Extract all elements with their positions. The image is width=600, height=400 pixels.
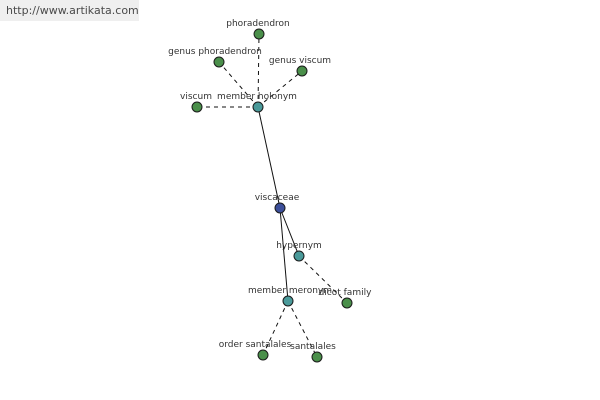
node-phoradendron[interactable]: phoradendron (226, 19, 290, 40)
site-url-watermark: http://www.artikata.com (0, 0, 139, 21)
node-label-phoradendron: phoradendron (226, 19, 290, 29)
node-label-viscaceae: viscaceae (255, 193, 300, 203)
node-dot-member-meronym[interactable] (282, 295, 294, 307)
node-viscaceae[interactable]: viscaceae (255, 193, 300, 214)
node-dot-member-holonym[interactable] (252, 101, 264, 113)
edge-member-holonym-to-genus-viscum (257, 70, 303, 108)
edge-viscaceae-to-member-meronym (279, 207, 289, 302)
node-dot-dicot-family[interactable] (341, 297, 353, 309)
node-viscum[interactable]: viscum (180, 92, 212, 113)
edge-viscaceae-to-hypernym (279, 207, 300, 257)
node-order-santalales[interactable]: order santalales (219, 340, 292, 361)
edge-viscaceae-to-member-holonym (257, 106, 281, 209)
node-dot-santalales[interactable] (311, 351, 323, 363)
nodes-layer: viscaceae member holonym hypernym member me… (168, 19, 373, 363)
node-label-santalales: santalales (290, 342, 336, 352)
node-dot-viscum[interactable] (191, 101, 203, 113)
node-dot-phoradendron[interactable] (253, 28, 265, 40)
node-label-hypernym: hypernym (276, 241, 322, 251)
edge-member-holonym-to-genus-phoradendron (218, 61, 259, 108)
node-dot-genus-phoradendron[interactable] (213, 56, 225, 68)
node-label-viscum: viscum (180, 92, 212, 102)
node-label-dicot-family: dicot family (319, 288, 373, 298)
node-label-genus-viscum: genus viscum (269, 56, 331, 66)
node-dot-genus-viscum[interactable] (296, 65, 308, 77)
node-label-member-holonym: member holonym (217, 92, 297, 102)
node-hypernym[interactable]: hypernym (276, 241, 322, 262)
node-label-member-meronym: member meronym (248, 286, 332, 296)
node-label-genus-phoradendron: genus phoradendron (168, 47, 262, 57)
node-dicot-family[interactable]: dicot family (319, 288, 373, 309)
node-genus-phoradendron[interactable]: genus phoradendron (168, 47, 262, 68)
edge-hypernym-to-dicot-family (298, 255, 348, 304)
node-dot-viscaceae[interactable] (274, 202, 286, 214)
edge-member-meronym-to-order-santalales (262, 300, 289, 356)
node-dot-hypernym[interactable] (293, 250, 305, 262)
edge-member-meronym-to-santalales (287, 300, 318, 358)
node-dot-order-santalales[interactable] (257, 349, 269, 361)
node-label-order-santalales: order santalales (219, 340, 292, 350)
node-santalales[interactable]: santalales (290, 342, 336, 363)
node-genus-viscum[interactable]: genus viscum (269, 56, 331, 77)
node-member-meronym[interactable]: member meronym (248, 286, 332, 307)
edges-layer (197, 33, 348, 358)
node-member-holonym[interactable]: member holonym (217, 92, 297, 113)
